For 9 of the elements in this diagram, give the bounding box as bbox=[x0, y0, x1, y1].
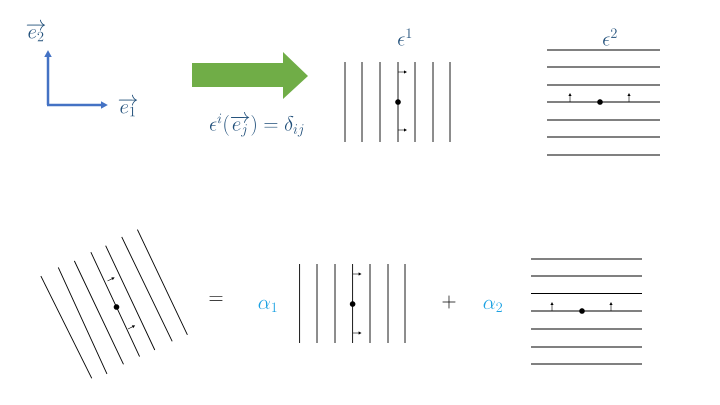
coefficient-label: $\alpha_2$ bbox=[484, 300, 502, 312]
plus-sign: $+$ bbox=[442, 296, 456, 308]
vector-label: $\overrightarrow{e_1}$ bbox=[118, 94, 138, 116]
equals-sign: $=$ bbox=[210, 296, 222, 301]
vector-label: $\overrightarrow{e_2}$ bbox=[26, 20, 46, 42]
coefficient-label: $\alpha_1$ bbox=[258, 300, 277, 312]
covector-label: $\epsilon^1$ bbox=[398, 28, 412, 46]
formula: $\epsilon^i(\overrightarrow{e_j}) = \delta_{ij}$ bbox=[210, 112, 304, 137]
covector-label: $\epsilon^2$ bbox=[603, 28, 617, 46]
